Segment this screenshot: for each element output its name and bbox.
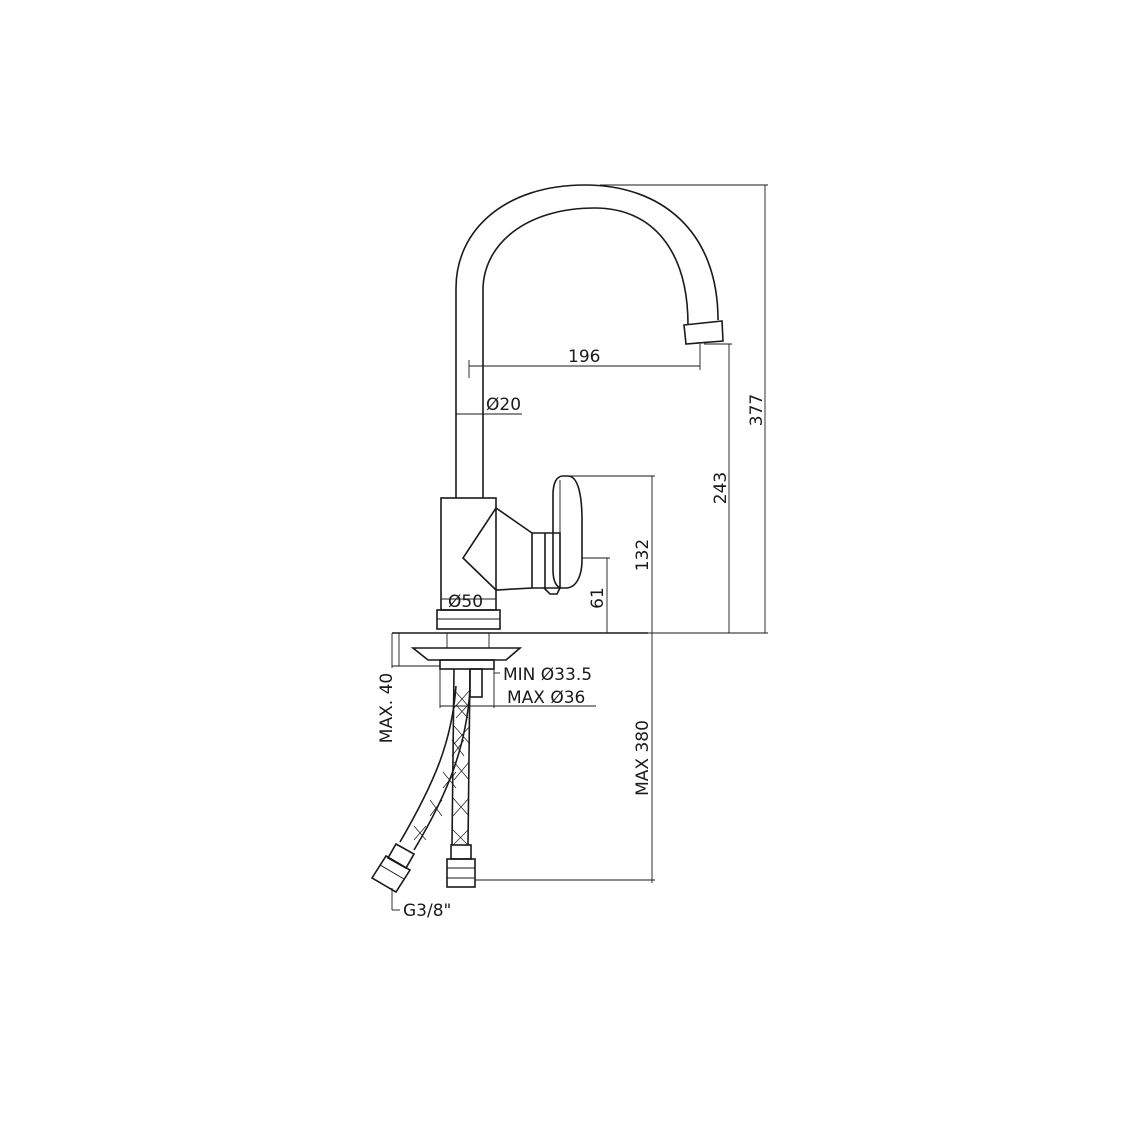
aerator	[683, 320, 724, 345]
dim-handle-axis-height: 61	[588, 587, 608, 609]
dim-spout-outlet-height: 243	[711, 472, 731, 504]
dim-total-height: 377	[747, 394, 767, 426]
dim-spout-reach: 196	[568, 347, 600, 367]
spout-inner	[482, 207, 689, 498]
dim-spout-diameter: Ø20	[486, 395, 521, 415]
dim-hose-length: MAX 380	[633, 720, 653, 796]
faucet-outline	[436, 184, 724, 630]
deck	[391, 632, 648, 708]
hose-fitting-straight	[450, 844, 472, 860]
braided-hoses	[370, 668, 476, 894]
dimension-labels: 196 Ø20 Ø50 377 243 132 61 MAX. 40 MIN Ø…	[377, 347, 767, 921]
dim-max-deck-thickness: MAX. 40	[377, 673, 397, 743]
spout-outer	[455, 184, 719, 498]
mounting-stud	[469, 668, 483, 698]
dim-lever-height: 132	[633, 539, 653, 571]
handle-lever	[552, 475, 583, 589]
dimension-lines	[391, 184, 768, 911]
dim-hole-max: MAX Ø36	[507, 688, 585, 708]
body-base	[436, 609, 501, 630]
dim-connector-thread: G3/8"	[403, 901, 451, 921]
mounting-washer	[410, 647, 523, 661]
handle-hub	[461, 506, 533, 591]
handle-neck	[532, 532, 561, 589]
dim-body-diameter: Ø50	[448, 592, 483, 612]
dim-hole-min: MIN Ø33.5	[503, 665, 592, 685]
